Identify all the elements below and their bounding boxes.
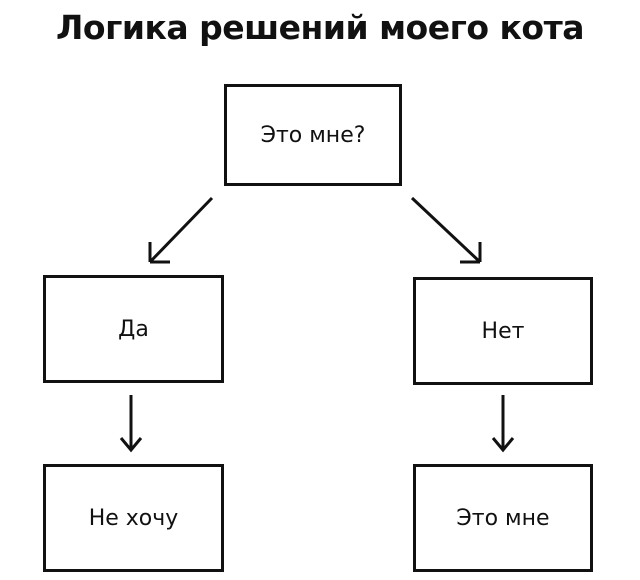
node-no-result: Это мне (413, 464, 593, 572)
arrow-yes-result (119, 395, 143, 453)
node-yes: Да (43, 275, 224, 383)
arrow-root-yes (148, 196, 214, 264)
node-root: Это мне? (224, 84, 402, 186)
node-yes-result: Не хочу (43, 464, 224, 572)
arrow-root-no (410, 196, 482, 264)
arrow-no-result (491, 395, 515, 453)
node-no: Нет (413, 277, 593, 385)
diagram-title: Логика решений моего кота (56, 8, 584, 47)
